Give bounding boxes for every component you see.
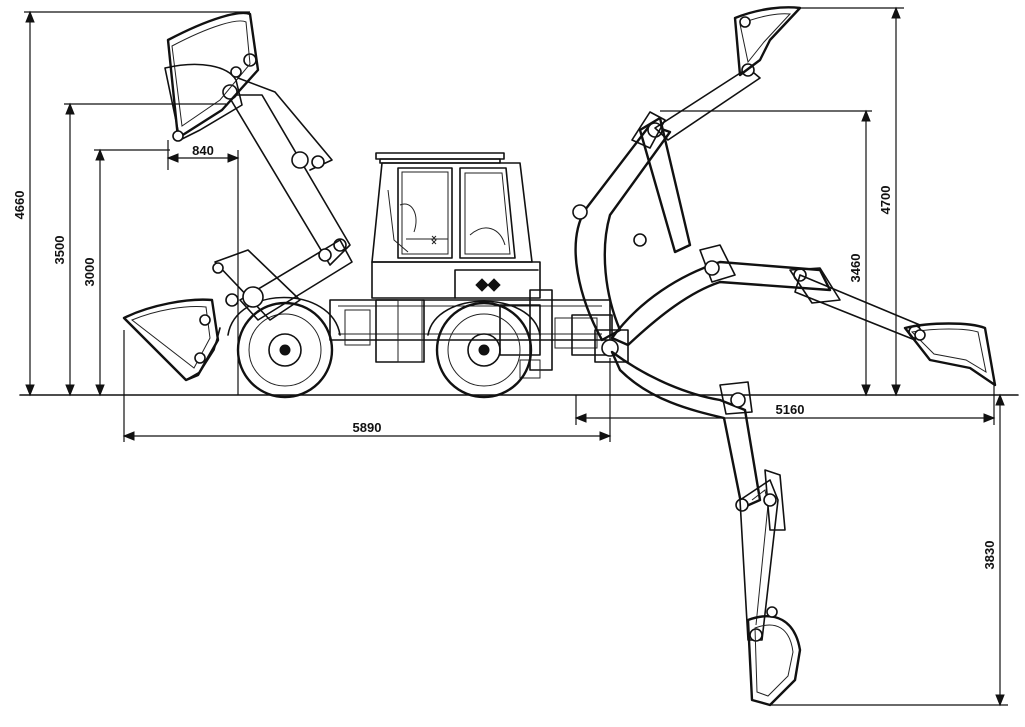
dim-label-4700: 4700 xyxy=(878,186,893,215)
rear-backhoe xyxy=(572,6,997,707)
rear-wheel xyxy=(435,301,533,399)
dim-dump-clearance-front: 3000 xyxy=(82,148,170,397)
front-loader xyxy=(122,11,353,382)
dim-label-3000: 3000 xyxy=(82,258,97,287)
dim-overall-length: 5890 xyxy=(122,330,612,442)
dim-max-height-front: 4660 xyxy=(12,10,250,397)
front-wheel xyxy=(236,301,334,399)
dim-label-4660: 4660 xyxy=(12,191,27,220)
dim-dump-height-rear: 3460 xyxy=(660,109,872,397)
dim-dump-reach-front: 840 xyxy=(166,140,240,395)
dim-max-reach-rear: 5160 xyxy=(574,385,996,425)
dim-label-840: 840 xyxy=(192,143,214,158)
dim-dump-height-front: 3500 xyxy=(52,102,226,397)
dim-label-3460: 3460 xyxy=(848,254,863,283)
dim-label-5890: 5890 xyxy=(353,420,382,435)
dim-dig-depth-rear: 3830 xyxy=(770,393,1008,707)
dim-max-height-rear: 4700 xyxy=(800,6,904,397)
cab xyxy=(371,152,533,263)
dim-label-3830: 3830 xyxy=(982,541,997,570)
dim-label-5160: 5160 xyxy=(776,402,805,417)
dim-label-3500: 3500 xyxy=(52,236,67,265)
